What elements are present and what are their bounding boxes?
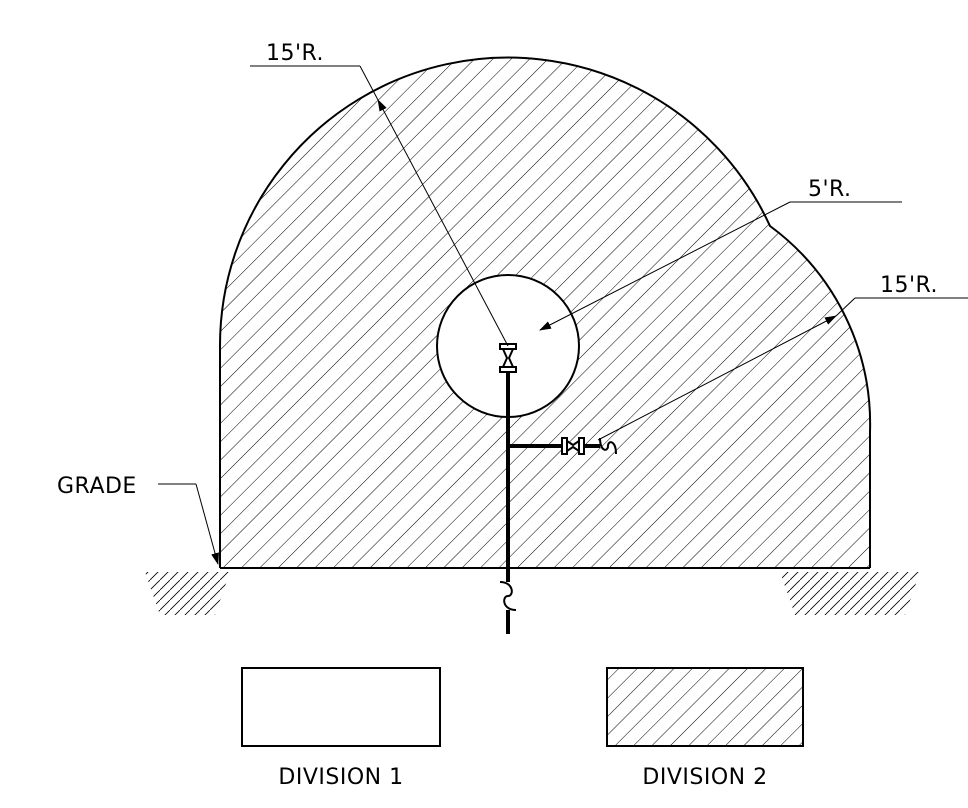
radius-15-right-dimension bbox=[597, 315, 837, 441]
earth-symbol-right bbox=[780, 572, 920, 615]
radius-15-top-leader-2 bbox=[359, 65, 379, 101]
piping bbox=[506, 372, 600, 634]
pipe-break-icon bbox=[599, 437, 617, 455]
radius-label-inner: 5'R. bbox=[808, 177, 852, 202]
horizontal-valve-icon bbox=[561, 437, 585, 455]
grade-label: GRADE bbox=[57, 474, 137, 499]
legend-division-1-swatch bbox=[241, 667, 441, 747]
radius-label-top: 15'R. bbox=[266, 41, 324, 66]
radius-15-top-dimension bbox=[377, 99, 509, 347]
radius-5-dimension bbox=[539, 201, 791, 331]
earth-symbol-left bbox=[145, 572, 230, 615]
division-2-zone-outline bbox=[218, 56, 872, 568]
radius-label-right: 15'R. bbox=[880, 273, 938, 298]
vertical-valve-icon bbox=[499, 343, 517, 373]
legend-division-1-label: DIVISION 1 bbox=[278, 765, 403, 790]
pipe-break-icon bbox=[499, 581, 517, 611]
grade-arrow bbox=[195, 483, 219, 565]
radius-15-right-leader bbox=[835, 297, 856, 317]
legend-division-2-label: DIVISION 2 bbox=[642, 765, 767, 790]
legend-division-2-swatch bbox=[606, 667, 804, 747]
